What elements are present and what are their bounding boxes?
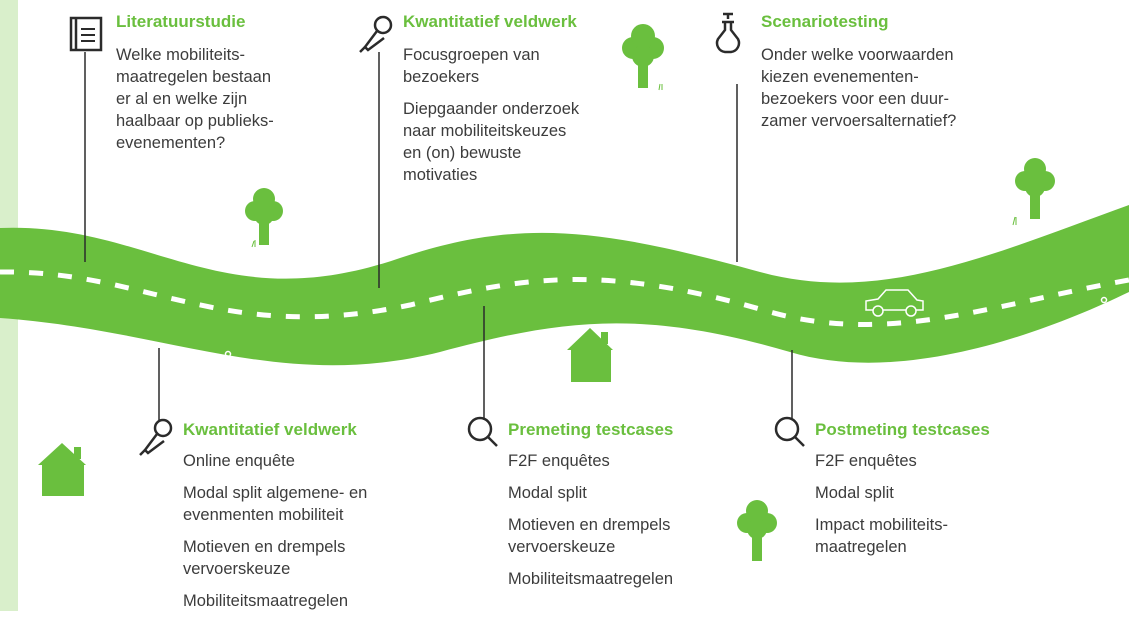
step-item: Motieven en drempels vervoerskeuze bbox=[508, 516, 671, 556]
step-item: Diepgaander onderzoek naar mobiliteitske… bbox=[403, 100, 580, 184]
step-item: Motieven en drempels vervoerskeuze bbox=[183, 538, 346, 578]
house-icon bbox=[567, 328, 613, 382]
microphone-icon bbox=[359, 15, 393, 53]
step-title: Literatuurstudie bbox=[116, 12, 246, 31]
step-item: Modal split algemene- en evenmenten mobi… bbox=[183, 484, 368, 524]
step-item: Focusgroepen van bezoekers bbox=[403, 46, 540, 86]
step-item: F2F enquêtes bbox=[815, 452, 917, 470]
step-title: Scenariotesting bbox=[761, 12, 889, 31]
step-items: Online enquête Modal split algemene- en … bbox=[183, 450, 423, 622]
book-icon bbox=[69, 16, 103, 52]
step-item: Mobiliteitsmaatregelen bbox=[183, 592, 349, 610]
step-items: F2F enquêtes Modal split Motieven en dre… bbox=[508, 450, 748, 600]
tree-icon bbox=[1012, 158, 1055, 226]
magnifier-icon bbox=[467, 416, 498, 447]
step-items: F2F enquêtes Modal split Impact mobilite… bbox=[815, 450, 1055, 568]
step-title: Postmeting testcases bbox=[815, 420, 990, 439]
step-item: Mobiliteitsmaatregelen bbox=[508, 570, 674, 588]
step-items: Onder welke voorwaarden kiezen evenement… bbox=[761, 44, 1021, 142]
road bbox=[0, 205, 1129, 366]
tree-icon bbox=[622, 24, 664, 91]
step-items: Focusgroepen van bezoekers Diepgaander o… bbox=[403, 44, 643, 196]
step-item: Modal split bbox=[508, 484, 587, 502]
bicycle-icon bbox=[209, 350, 243, 380]
step-item: F2F enquêtes bbox=[508, 452, 610, 470]
bicycle-icon bbox=[1086, 296, 1118, 327]
step-item: Online enquête bbox=[183, 452, 295, 470]
road-center-line bbox=[0, 269, 1129, 327]
microphone-icon bbox=[139, 418, 173, 456]
tree-icon bbox=[245, 188, 283, 248]
house-icon bbox=[38, 443, 86, 496]
tree-icon bbox=[737, 500, 777, 561]
step-item: Modal split bbox=[815, 484, 894, 502]
step-item: Impact mobiliteits- maatregelen bbox=[815, 516, 948, 556]
car-icon bbox=[865, 289, 924, 317]
magnifier-icon bbox=[774, 416, 805, 447]
step-item: Welke mobiliteits- maatregelen bestaan e… bbox=[116, 46, 274, 152]
flask-icon bbox=[715, 12, 741, 54]
step-title: Kwantitatief veldwerk bbox=[403, 12, 577, 31]
step-title: Premeting testcases bbox=[508, 420, 674, 439]
step-item: Onder welke voorwaarden kiezen evenement… bbox=[761, 46, 957, 130]
step-title: Kwantitatief veldwerk bbox=[183, 420, 357, 439]
step-items: Welke mobiliteits- maatregelen bestaan e… bbox=[116, 44, 326, 164]
